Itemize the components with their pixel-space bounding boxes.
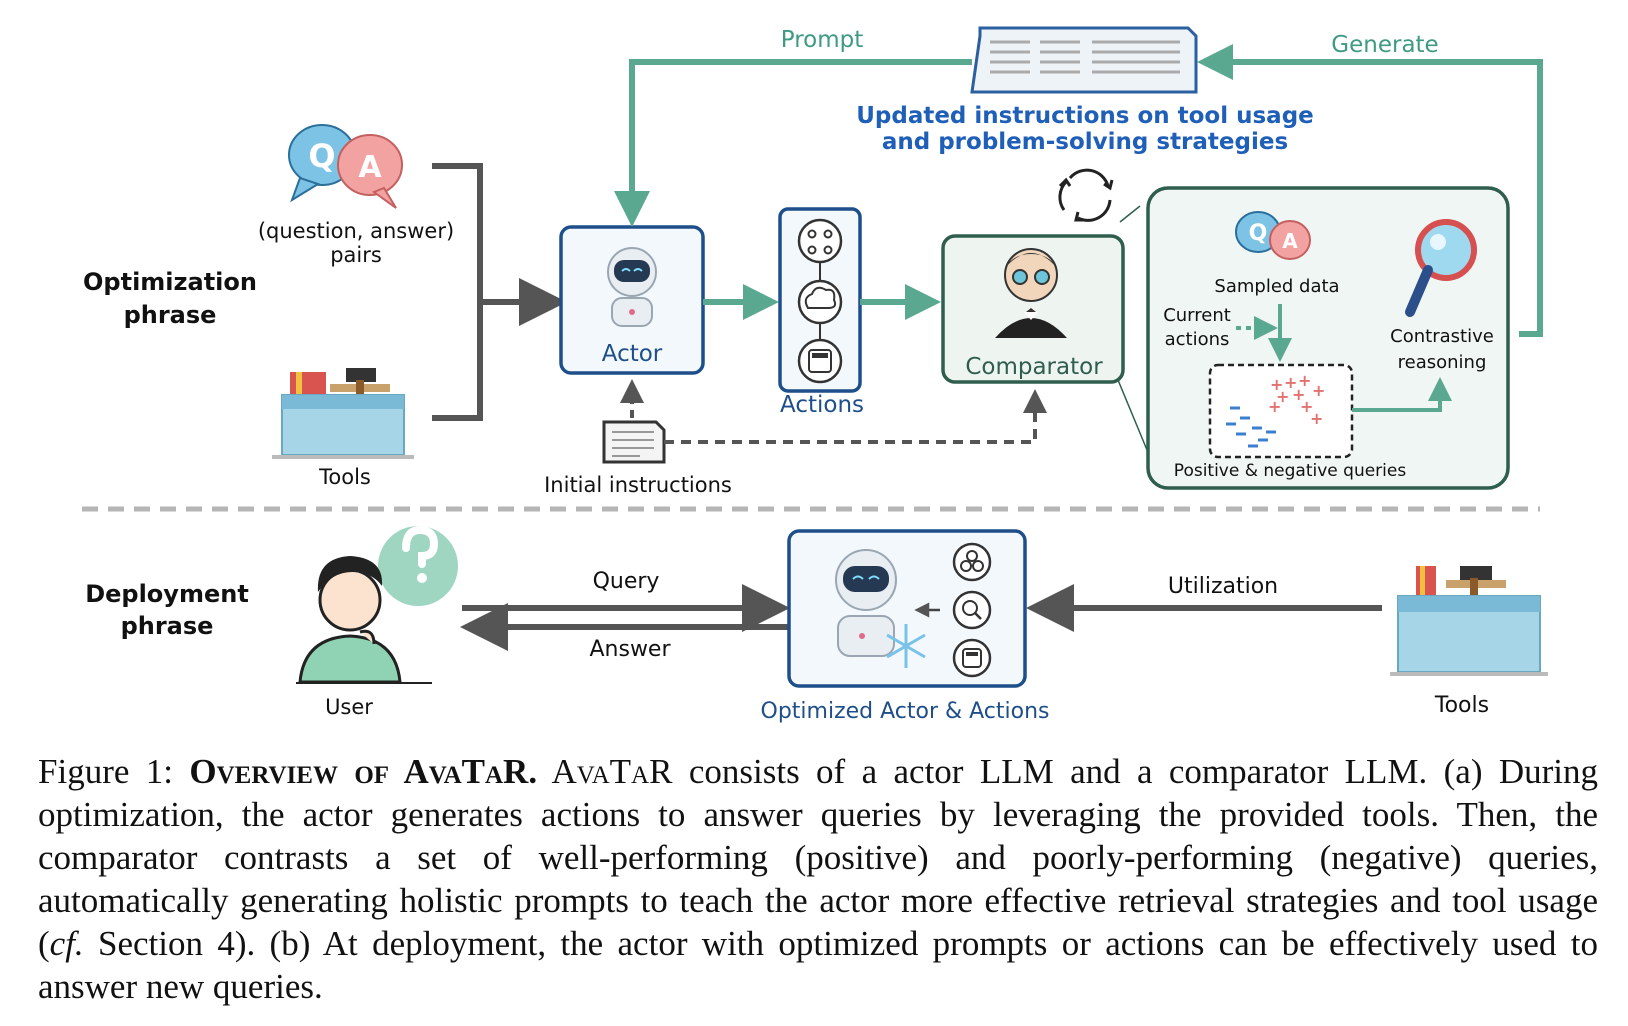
tools-label: Tools: [318, 465, 371, 489]
comparator-avatar-icon: [995, 248, 1067, 338]
optimized-robot-icon: [835, 549, 897, 657]
deployment-phase-label-2: phrase: [121, 612, 214, 640]
actor-label: Actor: [602, 341, 663, 367]
contrastive-reasoning-label-2: reasoning: [1398, 352, 1487, 373]
caption-cf: cf.: [49, 924, 84, 963]
svg-text:+: +: [1310, 409, 1323, 428]
prompt-label: Prompt: [781, 27, 864, 53]
toolbox-icon-2: [1390, 566, 1548, 676]
calculator-action-icon-2: [952, 638, 992, 678]
svg-text:+: +: [1268, 397, 1281, 416]
user-icon: [296, 525, 458, 684]
svg-text:A: A: [1282, 229, 1298, 253]
svg-text:+: +: [1300, 397, 1313, 416]
avatar-diagram: Optimization phrase Q A (question, answe…: [82, 26, 1548, 724]
graph-action-icon: [797, 218, 843, 264]
caption-body-end: Section 4). (b) At deployment, the actor…: [38, 924, 1598, 1006]
dashed-arrow-to-comparator: [664, 389, 1047, 444]
actor-box: Actor: [559, 225, 705, 375]
sampled-data-label: Sampled data: [1214, 276, 1339, 297]
sampled-qa-icon: Q A: [1235, 211, 1311, 260]
qa-bubbles-icon: Q A: [288, 124, 403, 209]
utilization-label: Utilization: [1168, 574, 1278, 599]
input-bracket: [432, 163, 483, 421]
current-actions-label: Current: [1163, 305, 1231, 326]
svg-text:Q: Q: [1249, 221, 1268, 246]
scatter-to-reasoning-arrow: [1352, 377, 1452, 412]
negative-markers: [1226, 406, 1276, 448]
svg-text:+: +: [1298, 371, 1311, 390]
answer-label: Answer: [589, 637, 671, 662]
optimized-actor-label: Optimized Actor & Actions: [761, 699, 1050, 724]
svg-text:+: +: [1270, 375, 1283, 394]
magnifier-icon: [1405, 219, 1477, 317]
caption-bold-title: Overview of AvaTaR.: [189, 752, 538, 791]
calculator-action-icon: [797, 338, 843, 384]
initial-instructions-label: Initial instructions: [544, 473, 732, 497]
optimized-actor-box: [787, 529, 1027, 688]
query-label: Query: [593, 569, 660, 594]
qa-pairs-label-2: pairs: [330, 243, 382, 267]
user-label: User: [325, 695, 373, 719]
zoom-line-top: [1119, 205, 1141, 223]
prompt-arrow: [614, 59, 972, 227]
current-actions-label-2: actions: [1165, 329, 1230, 350]
updated-instructions-label: Updated instructions on tool usage: [856, 103, 1314, 129]
caption-avatar-name: AvaTaR: [537, 752, 673, 791]
svg-text:+: +: [1292, 385, 1305, 404]
robot-icon: [607, 247, 657, 327]
deployment-tools-label: Tools: [1434, 693, 1489, 718]
caption-body: consists of a actor LLM and a comparator…: [38, 752, 1598, 963]
generate-label: Generate: [1331, 32, 1438, 58]
positive-markers: +++ +++ +++: [1268, 371, 1325, 428]
instructions-doc-icon: [602, 420, 666, 464]
pos-neg-queries-label: Positive & negative queries: [1174, 461, 1407, 481]
cycle-icon: [1058, 168, 1114, 222]
svg-text:+: +: [1276, 387, 1289, 406]
updated-instructions-doc-icon: [970, 26, 1198, 94]
generate-arrow: [1197, 44, 1543, 337]
svg-text:Q: Q: [308, 137, 335, 175]
svg-text:A: A: [358, 150, 382, 185]
comparator-detail-panel: Q A Sampled data Current actions +++ +++…: [1146, 186, 1510, 490]
svg-text:+: +: [1284, 373, 1297, 392]
actions-label: Actions: [780, 392, 864, 418]
snowflake-icon: [886, 624, 926, 668]
toolbox-icon: [272, 368, 414, 459]
search-action-icon: [952, 590, 992, 630]
comparator-label: Comparator: [965, 354, 1103, 380]
figure-caption: Figure 1: Overview of AvaTaR. AvaTaR con…: [38, 750, 1598, 1008]
optimization-phase-label-2: phrase: [124, 301, 217, 329]
optimization-phase-label: Optimization: [83, 268, 257, 296]
svg-text:+: +: [1312, 381, 1325, 400]
updated-instructions-label-2: and problem-solving strategies: [882, 129, 1288, 155]
comparator-box: Comparator: [941, 234, 1125, 384]
deployment-phase-label: Deployment: [85, 580, 249, 608]
contrastive-reasoning-label: Contrastive: [1390, 326, 1494, 347]
caption-prefix: Figure 1:: [38, 752, 190, 791]
actions-column: [778, 207, 862, 393]
qa-pairs-label: (question, answer): [258, 219, 454, 243]
